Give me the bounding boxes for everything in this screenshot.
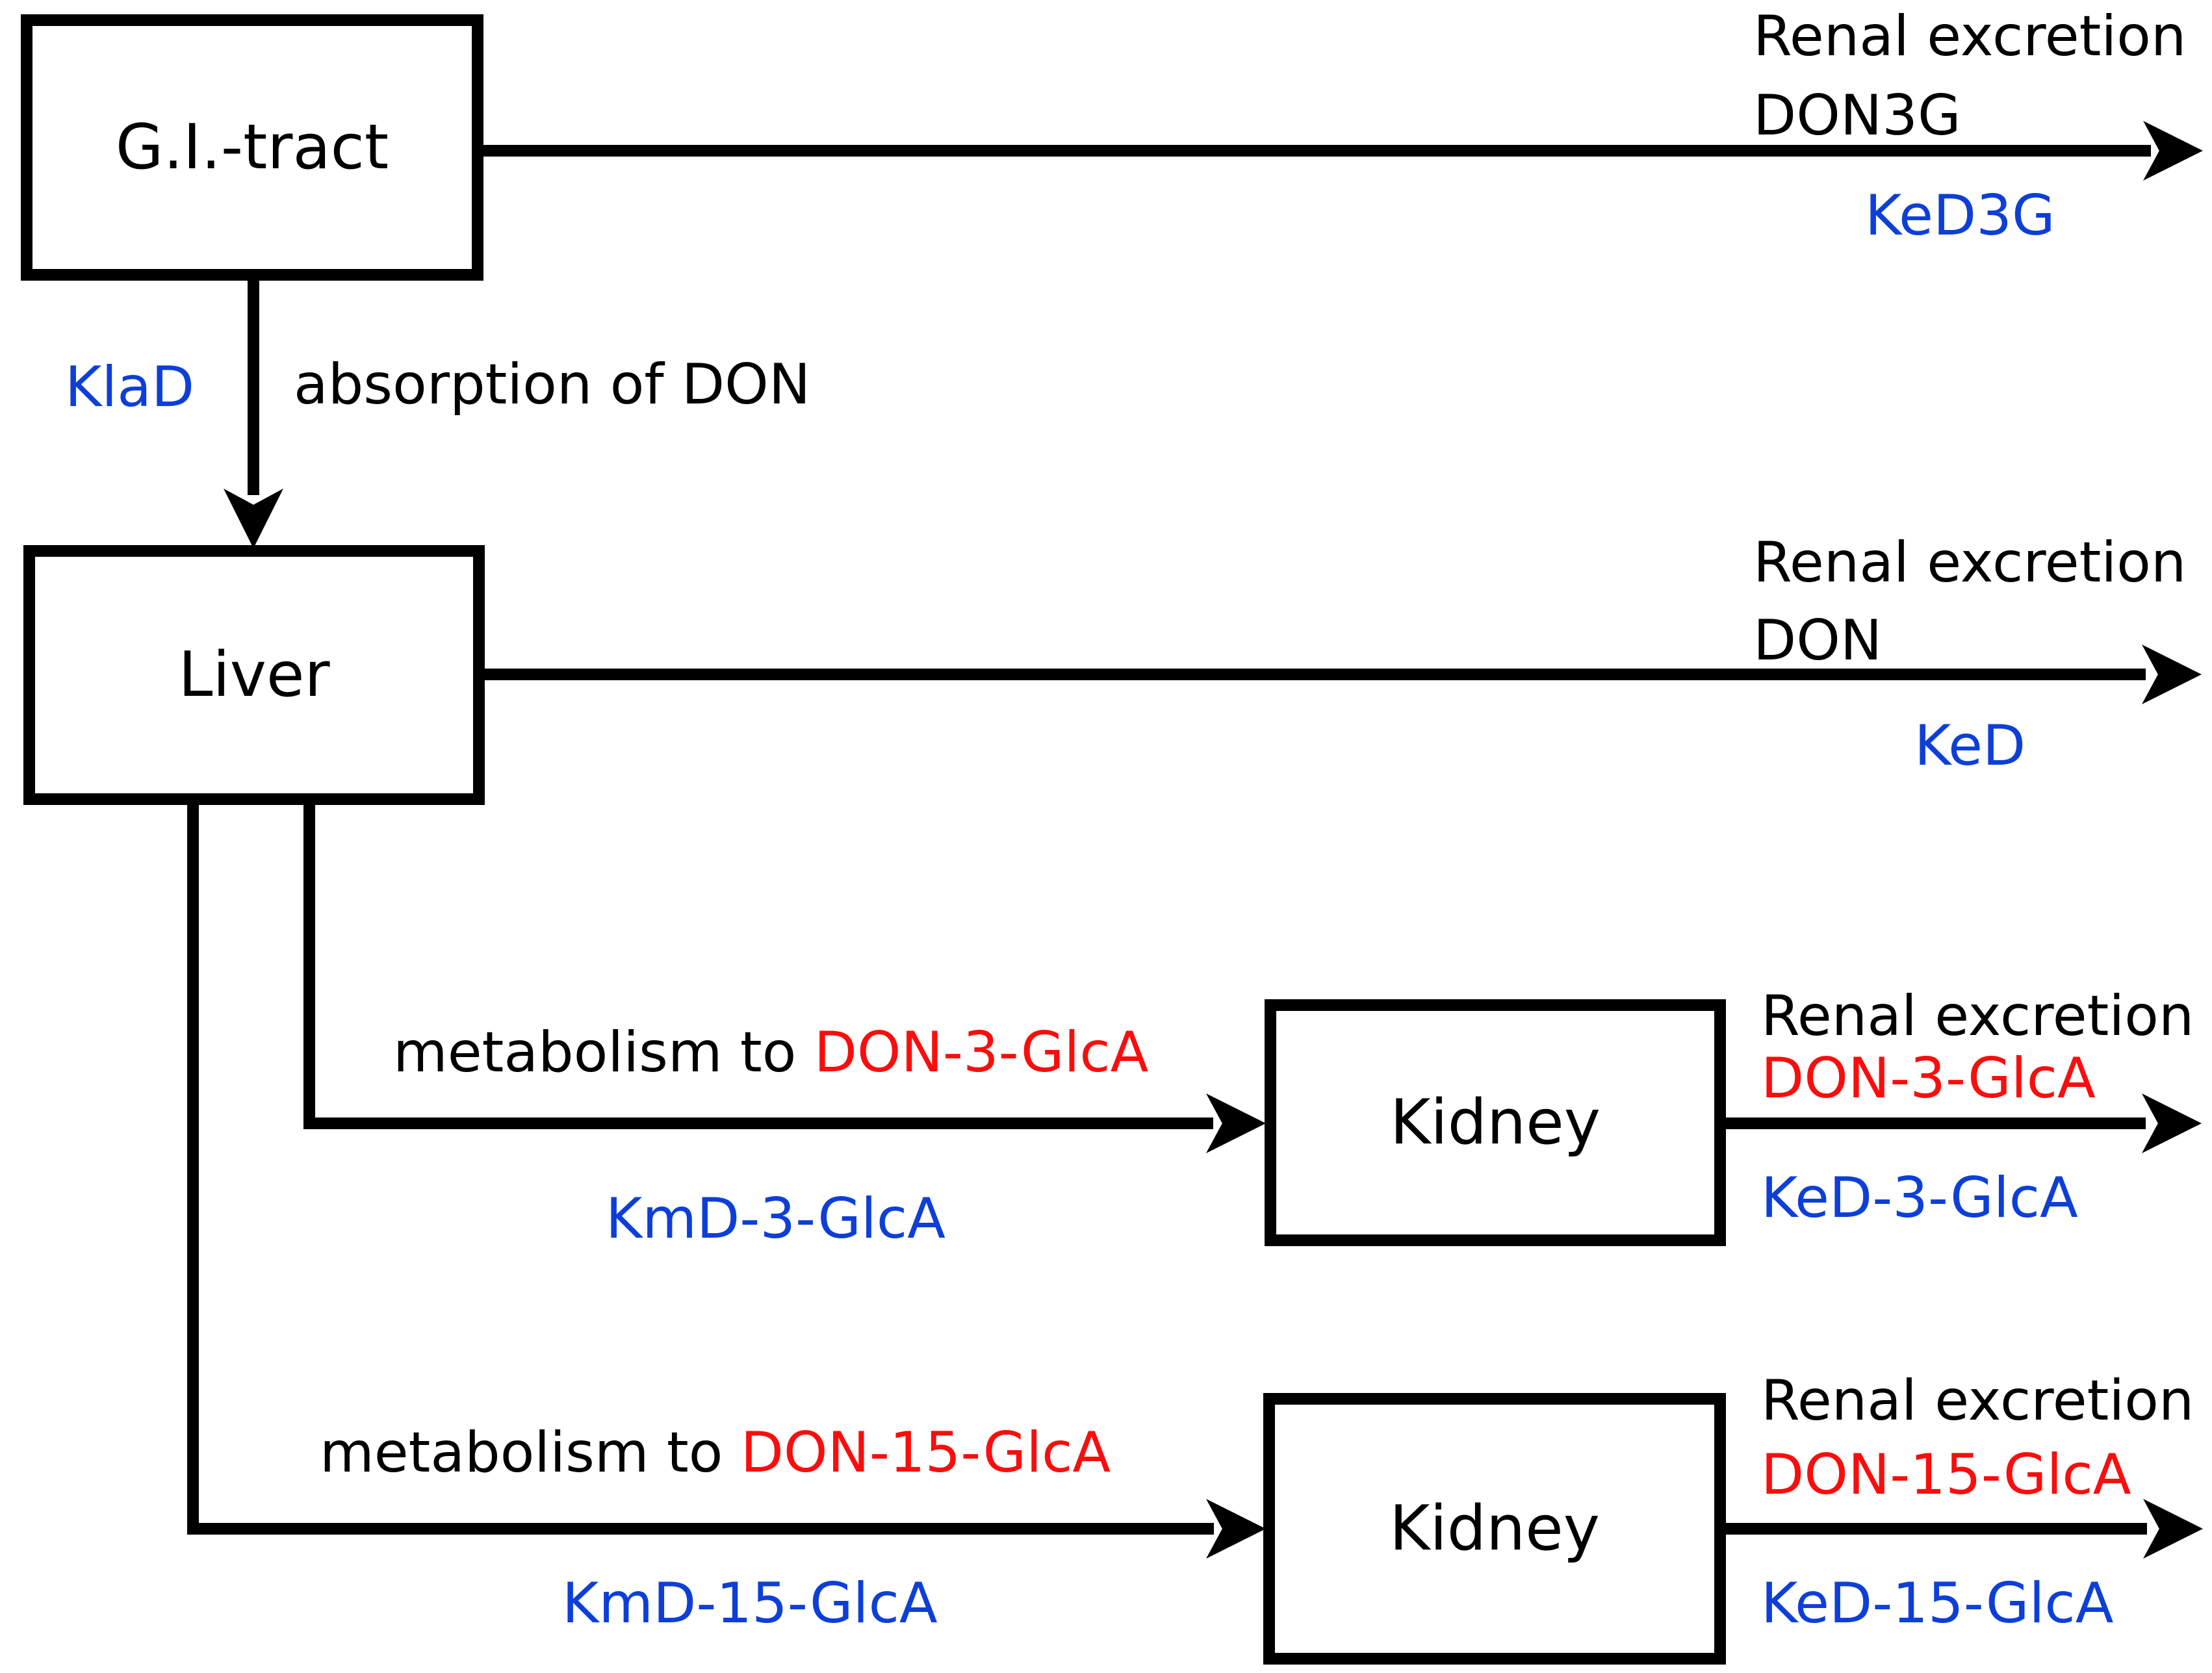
kidney-top-label: Kidney [1390,1087,1601,1158]
arrow-liver-kidney15-horizontal-line [187,1523,1214,1535]
liver-label: Liver [178,639,330,711]
arrow-gi-liver-line [248,279,259,495]
arrow-liver-kidney3-horizontal-line [303,1117,1213,1129]
renal-excretion-don3g-label-line2: DON3G [1753,83,1961,148]
rate-ked3g-label: KeD3G [1865,183,2055,248]
renal-excretion-don3g-label-line1: Renal excretion [1753,4,2187,69]
rate-ked-label: KeD [1914,713,2026,778]
metabolism-don3glca-product: DON-3-GlcA [814,1020,1149,1085]
rate-ked3glca-label: KeD-3-GlcA [1761,1166,2078,1231]
metabolism-don3glca-label: metabolism to DON-3-GlcA [393,1021,1149,1084]
renal-excretion-don-label-line2: DON [1753,608,1883,673]
renal-excretion-don3glca-label-line2: DON-3-GlcA [1761,1046,2096,1111]
metabolism-don15glca-prefix: metabolism to [320,1420,741,1485]
renal-excretion-don3glca-label-line1: Renal excretion [1761,984,2194,1049]
arrow-kidney3-renal-arrowhead-icon [2142,1093,2202,1153]
gi-tract-label: G.I.-tract [115,112,389,183]
metabolism-don15glca-product: DON-15-GlcA [740,1420,1111,1485]
renal-excretion-don15glca-label-line2: DON-15-GlcA [1761,1442,2131,1507]
kidney-top-box: Kidney [1265,999,1726,1246]
absorption-of-don-label: absorption of DON [294,352,811,417]
arrow-liver-kidney15-vertical-line [187,803,199,1535]
arrow-kidney3-renal-line [1723,1117,2146,1129]
rate-klad-label: KlaD [65,355,195,420]
arrow-gi-liver-arrowhead-icon [224,489,283,548]
renal-excretion-don15glca-label-line1: Renal excretion [1761,1368,2194,1433]
kidney-bottom-box: Kidney [1263,1393,1726,1665]
arrow-gi-renal-arrowhead-icon [2143,121,2203,181]
gi-tract-box: G.I.-tract [21,14,483,281]
arrow-kidney15-renal-arrowhead-icon [2143,1499,2203,1559]
liver-box: Liver [23,545,485,805]
arrow-liver-kidney3-arrowhead-icon [1206,1093,1266,1153]
arrow-liver-kidney3-vertical-line [303,803,315,1129]
rate-ked15glca-label: KeD-15-GlcA [1761,1571,2114,1636]
arrow-liver-renal-arrowhead-icon [2142,645,2202,704]
renal-excretion-don-label-line1: Renal excretion [1753,530,2187,595]
metabolism-don3glca-prefix: metabolism to [393,1020,814,1085]
arrow-liver-kidney15-arrowhead-icon [1206,1499,1266,1559]
arrow-liver-renal-line [485,669,2146,680]
rate-kmd15glca-label: KmD-15-GlcA [562,1571,938,1636]
arrow-gi-renal-line [483,145,2151,157]
rate-kmd3glca-label: KmD-3-GlcA [606,1186,945,1251]
metabolism-don15glca-label: metabolism to DON-15-GlcA [320,1422,1111,1484]
kidney-bottom-label: Kidney [1389,1493,1600,1564]
arrow-kidney15-renal-line [1723,1523,2147,1535]
